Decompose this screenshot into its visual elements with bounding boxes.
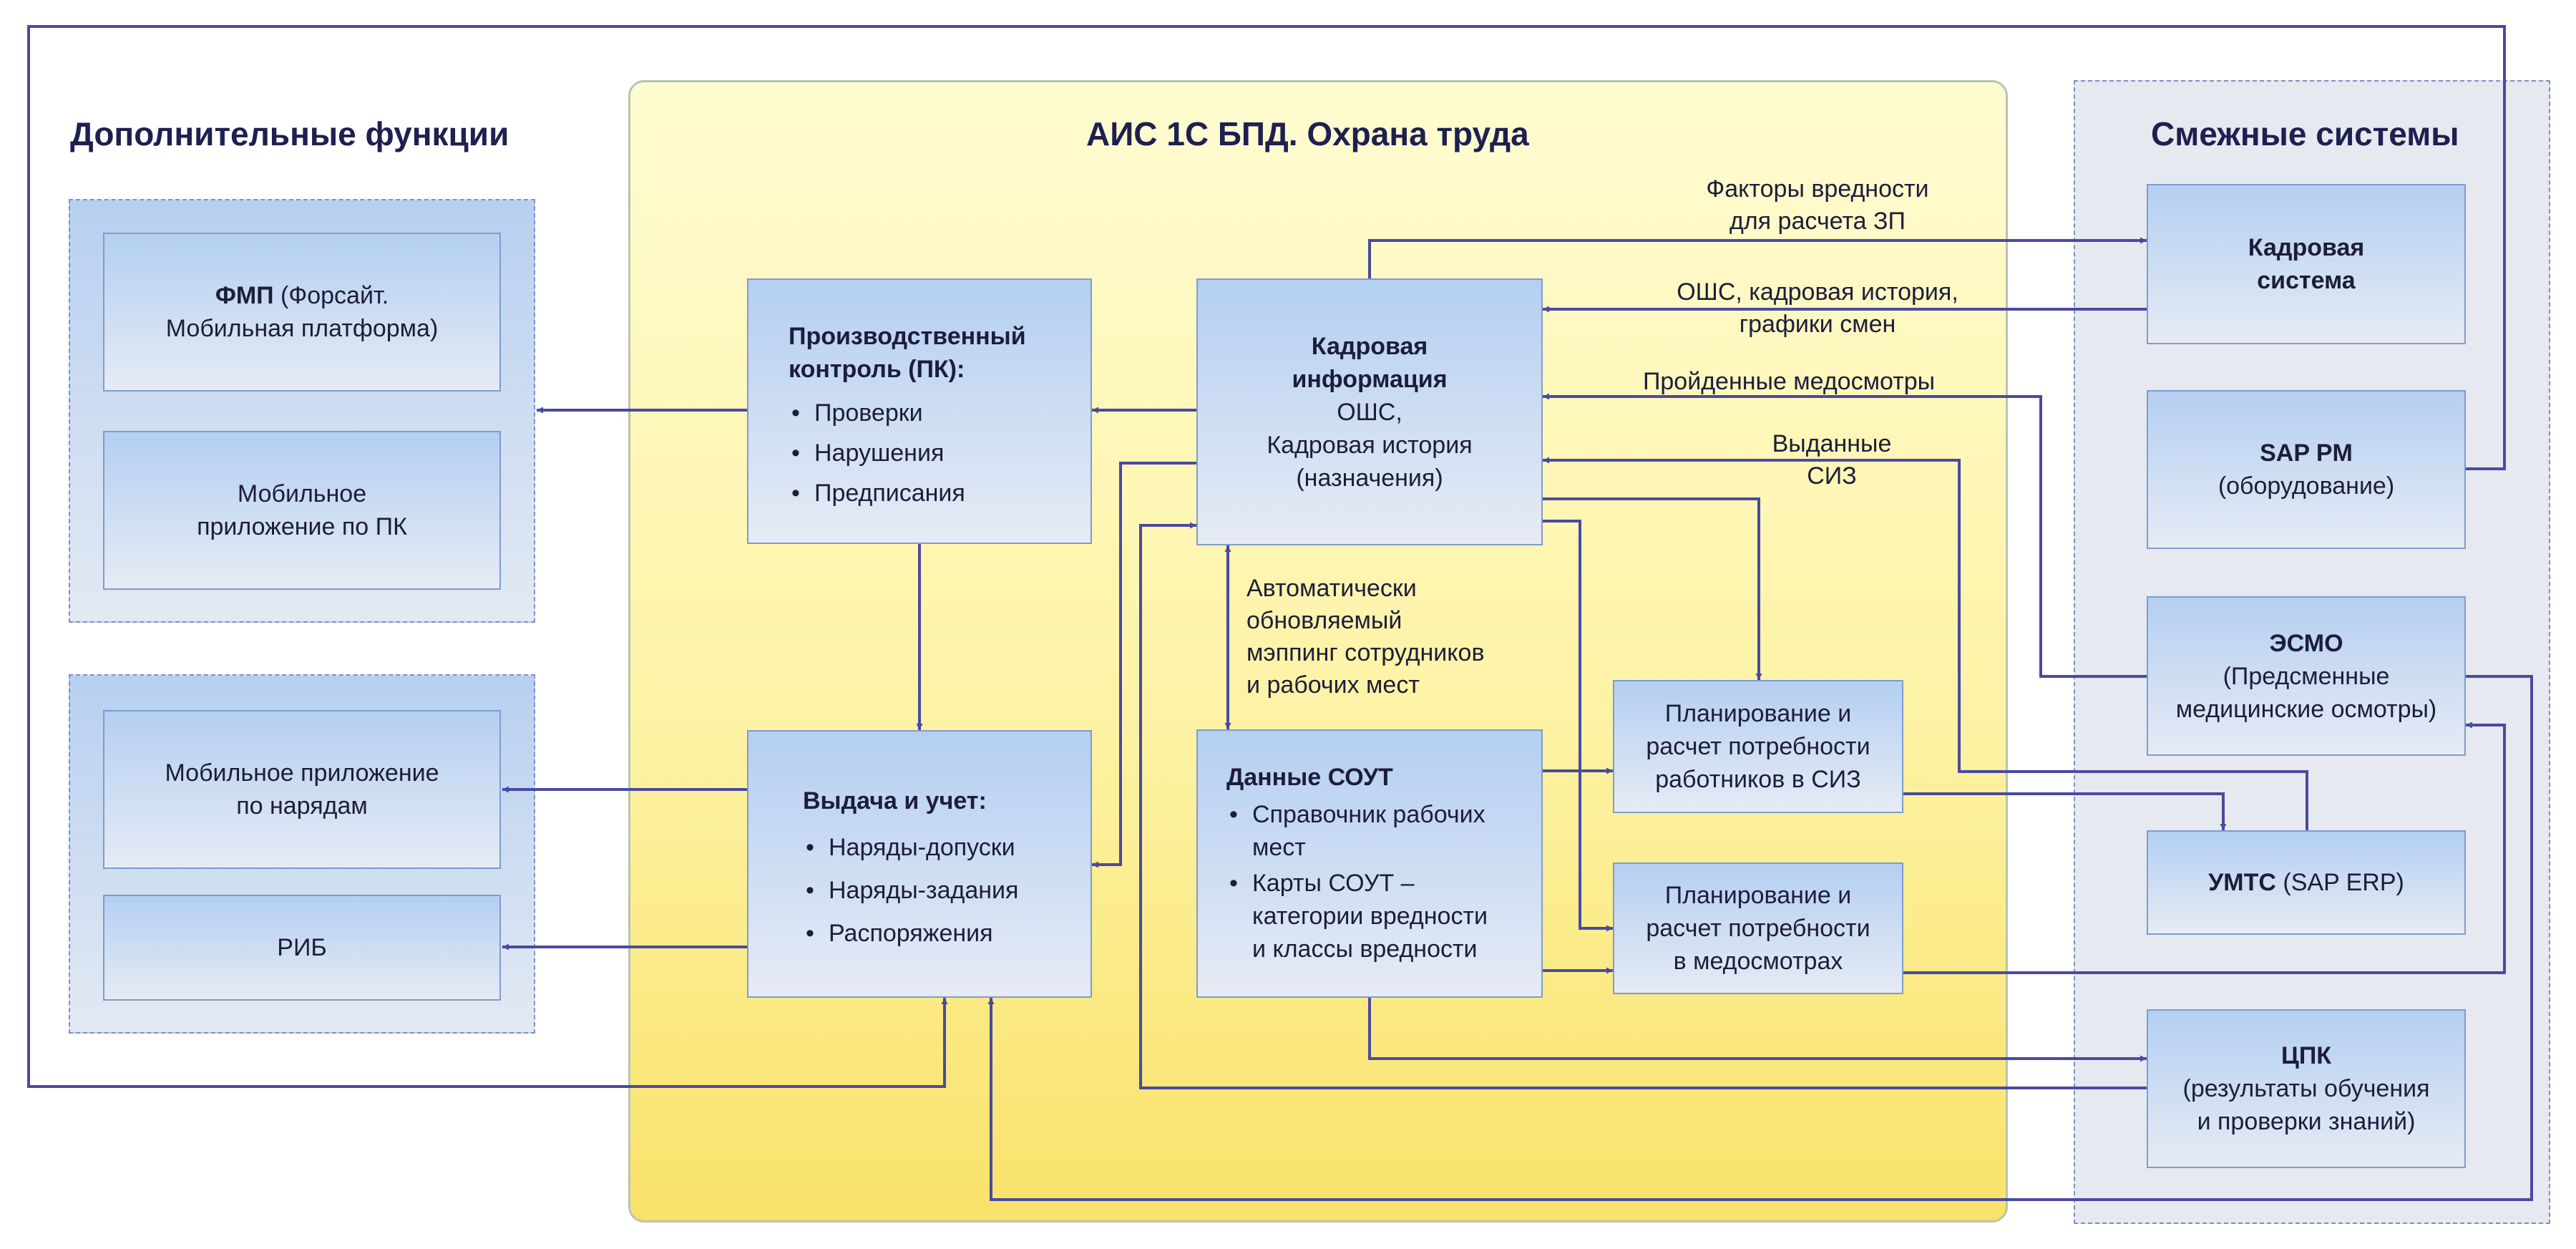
sout-item-line: мест: [1252, 834, 1306, 861]
hr-info-title2: информация: [1292, 365, 1448, 393]
issue-title: Выдача и учет:: [803, 787, 987, 815]
pk-title2: контроль (ПК):: [789, 356, 965, 383]
issue-item: Распоряжения: [803, 912, 1091, 955]
box-rib: РИБ: [103, 895, 501, 1001]
esmo-line2: (Предсменные: [2223, 662, 2390, 690]
left-title: Дополнительные функции: [70, 115, 509, 152]
plan-siz-line1: Планирование и: [1664, 700, 1852, 727]
box-sout: Данные СОУТ Справочник рабочих мест Карт…: [1196, 729, 1543, 998]
sout-item-line: и классы вредности: [1252, 935, 1478, 963]
label-line: СИЗ: [1807, 462, 1857, 490]
plan-med-line2: расчет потребности: [1646, 915, 1870, 942]
line-hrinfo-to-planmed: [1543, 520, 1613, 932]
box-umts: УМТС (SAP ERP): [2147, 830, 2466, 935]
hr-system-line1: Кадровая: [2248, 234, 2365, 261]
line-esmo-to-hrinfo: [1543, 393, 2147, 678]
label-line: и рабочих мест: [1246, 671, 1420, 699]
plan-siz-line3: работников в СИЗ: [1655, 766, 1861, 793]
issue-item: Наряды-допуски: [803, 826, 1091, 869]
label-medexams-passed: Пройденные медосмотры: [1617, 366, 1961, 398]
label-line: Выданные: [1772, 430, 1892, 457]
sap-pm-bold: SAP PM: [2260, 439, 2353, 467]
plan-med-line1: Планирование и: [1664, 882, 1852, 909]
label-line: Факторы вредности: [1706, 175, 1929, 203]
label-line: Пройденные медосмотры: [1642, 368, 1936, 395]
sout-item: Карты СОУТ – категории вредности и класс…: [1226, 867, 1541, 966]
fmp-line2: Мобильная платформа): [165, 315, 439, 342]
box-fmp: ФМП (Форсайт. Мобильная платформа): [103, 233, 501, 392]
box-plan-med: Планирование и расчет потребности в медо…: [1613, 862, 1903, 994]
sout-title: Данные СОУТ: [1226, 764, 1393, 791]
box-plan-siz: Планирование и расчет потребности работн…: [1613, 680, 1903, 813]
box-hr-info: Кадровая информация ОШС, Кадровая истори…: [1196, 278, 1543, 545]
umts-rest: (SAP ERP): [2275, 869, 2404, 896]
box-sap-pm: SAP PM (оборудование): [2147, 390, 2466, 549]
mobile-pk-line2: приложение по ПК: [197, 513, 407, 540]
plan-siz-line2: расчет потребности: [1646, 733, 1870, 760]
fmp-bold: ФМП: [215, 282, 274, 309]
pk-item: Проверки: [789, 393, 1091, 433]
hr-info-line4: Кадровая история: [1267, 431, 1473, 459]
esmo-bold: ЭСМО: [2269, 629, 2343, 657]
umts-bold: УМТС: [2208, 869, 2276, 896]
label-line: Автоматически: [1246, 575, 1417, 602]
line-umts-to-hrinfo: [1543, 457, 2308, 830]
cpk-bold: ЦПК: [2280, 1042, 2332, 1069]
hr-info-line3: ОШС,: [1337, 398, 1402, 426]
cpk-line2: (результаты обучения: [2182, 1075, 2430, 1102]
hr-system-line2: система: [2257, 267, 2356, 294]
fmp-rest: (Форсайт.: [273, 282, 389, 309]
line-sappm-to-issue: [27, 25, 2506, 1088]
label-auto-mapping: Автоматически обновляемый мэппинг сотруд…: [1246, 573, 1485, 701]
box-mobile-orders: Мобильное приложение по нарядам: [103, 710, 501, 869]
line-planmed-to-esmo: [1903, 721, 2506, 974]
label-line: графики смен: [1739, 311, 1896, 338]
right-title: Смежные системы: [2151, 115, 2459, 152]
label-harm-factors: Факторы вредности для расчета ЗП: [1674, 173, 1961, 238]
pk-item: Нарушения: [789, 433, 1091, 473]
label-line: обновляемый: [1246, 607, 1402, 634]
line-plansiz-to-umts: [1903, 792, 2227, 830]
issue-item: Наряды-задания: [803, 869, 1091, 912]
box-esmo: ЭСМО (Предсменные медицинские осмотры): [2147, 596, 2466, 756]
box-production-control: Производственный контроль (ПК): Проверки…: [747, 278, 1092, 544]
mobile-pk-line1: Мобильное: [237, 480, 367, 507]
label-oshs-history: ОШС, кадровая история, графики смен: [1646, 276, 1989, 341]
box-cpk: ЦПК (результаты обучения и проверки знан…: [2147, 1009, 2466, 1168]
sout-item-line: Справочник рабочих: [1252, 801, 1485, 828]
label-line: мэппинг сотрудников: [1246, 639, 1485, 666]
main-system-panel: [628, 80, 2008, 1223]
line-hrinfo-to-plansiz: [1543, 497, 1762, 680]
line-hrinfo-to-hrsystem: [1368, 237, 2147, 278]
mobile-orders-line1: Мобильное приложение: [165, 759, 439, 787]
line-sout-to-cpk: [1368, 998, 2147, 1062]
line-hrinfo-to-issue: [1092, 462, 1196, 868]
line-esmo-to-issue: [987, 675, 2533, 1201]
box-hr-system: Кадровая система: [2147, 184, 2466, 344]
label-line: ОШС, кадровая история,: [1677, 278, 1958, 306]
rib-line1: РИБ: [277, 934, 327, 961]
hr-info-line5: (назначения): [1296, 464, 1443, 492]
label-line: для расчета ЗП: [1729, 208, 1906, 235]
plan-med-line3: в медосмотрах: [1673, 948, 1843, 975]
cpk-line3: и проверки знаний): [2197, 1108, 2416, 1135]
pk-item: Предписания: [789, 473, 1091, 513]
sap-pm-line2: (оборудование): [2218, 472, 2395, 500]
center-title: АИС 1С БПД. Охрана труда: [1086, 115, 1529, 152]
line-cpk-to-hrinfo: [1139, 522, 2147, 1089]
hr-info-title1: Кадровая: [1311, 332, 1428, 360]
mobile-orders-line2: по нарядам: [236, 792, 368, 820]
sout-item-line: категории вредности: [1252, 903, 1488, 930]
label-siz-issued: Выданные СИЗ: [1746, 428, 1918, 492]
sout-item-line: Карты СОУТ –: [1252, 870, 1415, 897]
pk-title1: Производственный: [789, 323, 1026, 350]
esmo-line3: медицинские осмотры): [2175, 695, 2437, 723]
box-mobile-pk: Мобильное приложение по ПК: [103, 431, 501, 590]
box-issue-accounting: Выдача и учет: Наряды-допуски Наряды-зад…: [747, 730, 1092, 998]
sout-item: Справочник рабочих мест: [1226, 798, 1541, 864]
